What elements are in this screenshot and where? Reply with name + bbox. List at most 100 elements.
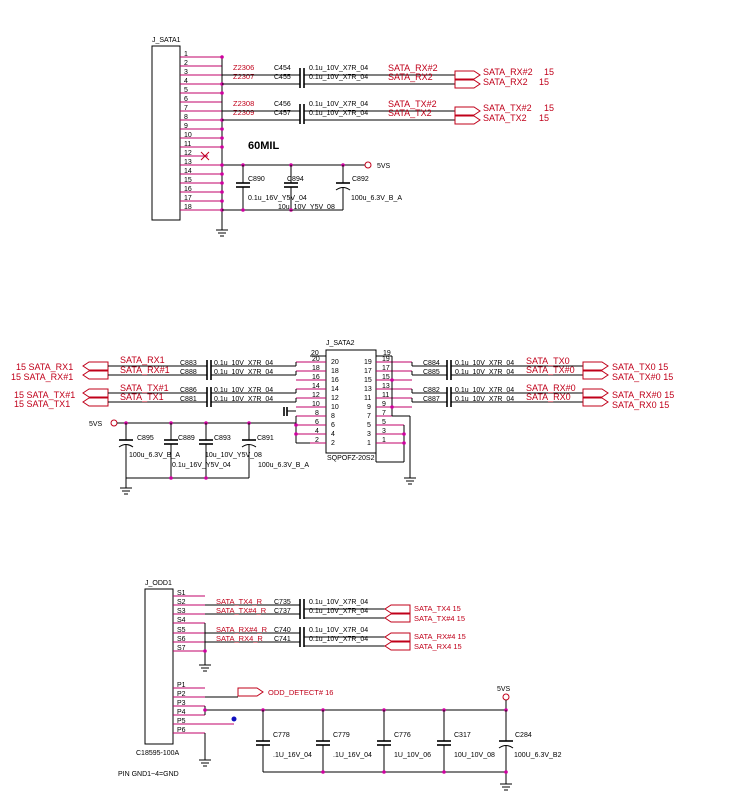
sata2-left-nets: 15 SATA_RX1 15 SATA_RX#1 15 SATA_TX#1 15…: [11, 355, 297, 409]
j-sata1-pin: 4: [184, 78, 188, 85]
net-label: Z2306: [233, 63, 254, 72]
ground-icon: [120, 487, 132, 495]
cap-value: 0.1u_10V_X7R_04: [309, 74, 368, 81]
j-sata2-part: SQPOFZ-20S2: [327, 455, 375, 462]
j-sata2-pin: 11: [364, 395, 371, 402]
j-sata1-pin: 1: [184, 51, 188, 58]
cap-ref: C881: [180, 396, 197, 403]
j-odd1-pin: S2: [177, 599, 186, 606]
cap-ref: C883: [180, 360, 197, 367]
cap-ref: C740: [274, 627, 291, 634]
cap-value: 0.1u_10V_X7R_04: [309, 101, 368, 108]
j-odd1-body: [144, 588, 174, 745]
j-sata2-pin: 19: [383, 350, 391, 357]
junction-icon: [231, 716, 237, 722]
j-sata2-pin: 3: [367, 431, 371, 438]
port-label: SATA_TX#4 15: [414, 614, 465, 623]
cap-ref: C454: [274, 65, 291, 72]
j-sata2-pin: 13: [364, 386, 372, 393]
j-sata2-pin: 10: [331, 404, 339, 411]
power-port-icon: [110, 419, 118, 427]
j-sata2-pin: 6: [315, 419, 319, 426]
ground-icon: [500, 783, 512, 791]
j-sata1-pin: 14: [184, 168, 192, 175]
signal-label: SATA_RX0: [526, 392, 571, 402]
j-sata1-pin: 10: [184, 132, 192, 139]
j-odd1-pin: P3: [177, 700, 186, 707]
cap-ref: C456: [274, 101, 291, 108]
j-sata2-pin: 16: [312, 374, 320, 381]
power-label: 5VS: [497, 686, 511, 693]
cap-ref: C887: [423, 396, 440, 403]
j-sata2-pin: 12: [312, 392, 320, 399]
port-page: 15: [539, 77, 549, 87]
j-odd1-ref: J_ODD1: [145, 580, 172, 587]
cap-value: 0.1u_10V_X7R_04: [309, 65, 368, 72]
cap-value: 0.1u_10V_X7R_04: [309, 110, 368, 117]
no-connect-icon: [200, 151, 210, 161]
j-sata2-pin: 18: [331, 368, 339, 375]
j-sata2-body: [325, 349, 377, 454]
cap-value: 0.1u_10V_X7R_04: [455, 387, 514, 394]
signal-label: SATA_TX#2: [388, 99, 437, 109]
sata1-diff-nets: Z2306 Z2307 Z2308 Z2309 C454 C455 C456 C…: [222, 63, 455, 124]
cap-ref: C886: [180, 387, 197, 394]
sata1-ports: SATA_RX#2 SATA_RX2 SATA_TX#2 SATA_TX2 15…: [454, 67, 554, 125]
signal-label: SATA_TX2: [388, 108, 432, 118]
cap-value: 10u_10V_Y5V_08: [205, 452, 262, 459]
j-sata2-pin: 8: [331, 413, 335, 420]
port-label: ODD_DETECT# 16: [268, 688, 333, 697]
port-page: 15: [544, 103, 554, 113]
cap-ref: C455: [274, 74, 291, 81]
cap-value: 1U_10V_06: [394, 752, 431, 759]
signal-label: SATA_RX#0: [526, 383, 576, 393]
cap-ref: C737: [274, 608, 291, 615]
j-sata2-pin: 1: [382, 437, 386, 444]
j-sata2-pin: 2: [315, 437, 319, 444]
net-label: SATA_RX4_R: [216, 634, 263, 643]
j-sata2-pin: 20: [331, 359, 339, 366]
signal-label: SATA_RX#2: [388, 63, 438, 73]
j-sata2-pin: 20: [311, 350, 319, 357]
signal-label: SATA_RX#1: [120, 365, 170, 375]
ground-icon: [404, 477, 416, 485]
cap-value: 100u_6.3V_B_A: [129, 452, 180, 459]
net-label: Z2307: [233, 72, 254, 81]
port-label: SATA_TX4 15: [414, 604, 461, 613]
cap-ref: C741: [274, 636, 291, 643]
cap-value: 0.1u_16V_Y5V_04: [172, 462, 231, 469]
power-port-icon: [364, 161, 372, 169]
j-sata1-pin: 11: [184, 141, 191, 148]
j-odd1-pin: P5: [177, 718, 186, 725]
j-odd1-pin: S4: [177, 617, 186, 624]
j-sata1-pin: 3: [184, 69, 188, 76]
cap-value: 10u_10V_Y5V_08: [278, 204, 335, 211]
port-label: 15 SATA_RX1: [16, 362, 73, 372]
j-sata2-pin: 20: [312, 356, 320, 363]
j-sata2-pin: 9: [367, 404, 371, 411]
cap-value: 0.1u_10V_X7R_04: [309, 636, 368, 643]
j-odd1-pin: S5: [177, 627, 186, 634]
port-label: SATA_RX#4 15: [414, 632, 466, 641]
odd-detect-flag: [237, 687, 264, 697]
net-label: SATA_TX4_R: [216, 597, 263, 606]
port-label: SATA_RX0 15: [612, 400, 669, 410]
j-sata2-pin: 13: [382, 383, 390, 390]
j-sata2-pin: 4: [331, 431, 335, 438]
cap-ref: C779: [333, 732, 350, 739]
j-sata2-pin: 9: [382, 401, 386, 408]
port-label: 15 SATA_TX1: [14, 399, 70, 409]
j-odd1-pin: P4: [177, 709, 186, 716]
cap-value: 0.1u_10V_X7R_04: [455, 369, 514, 376]
j-sata1-pin: 6: [184, 96, 188, 103]
j-sata2-pin: 7: [367, 413, 371, 420]
trace-width-note: 60MIL: [248, 140, 279, 152]
cap-ref: C888: [180, 369, 197, 376]
cap-value: .1U_16V_04: [273, 752, 312, 759]
cap-ref: C882: [423, 387, 440, 394]
signal-label: SATA_TX1: [120, 392, 164, 402]
j-sata2-pin: 14: [312, 383, 320, 390]
